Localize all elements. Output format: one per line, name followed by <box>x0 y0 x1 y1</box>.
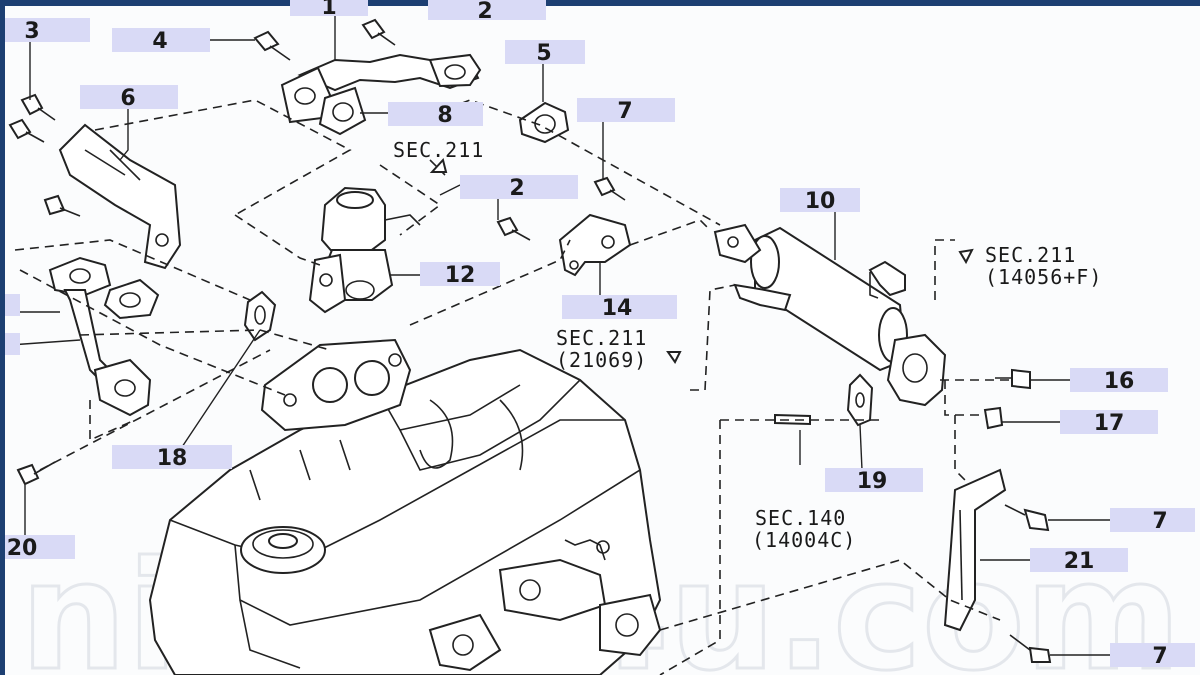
callout-2: 2 <box>477 0 492 24</box>
callout-7: 7 <box>617 99 632 124</box>
callout-7c: 7 <box>1152 644 1167 669</box>
bracket-6 <box>58 123 182 270</box>
sec-211-right: SEC.211 <box>985 243 1076 267</box>
callout-12: 12 <box>445 263 476 288</box>
gasket-18 <box>243 290 277 342</box>
intake-manifold <box>148 338 662 675</box>
bracket-14 <box>558 213 632 277</box>
callout-1: 1 <box>321 0 336 20</box>
callout-21: 21 <box>1064 549 1095 574</box>
sec-211-top: SEC.211 <box>393 138 484 162</box>
callout-10: 10 <box>805 189 836 214</box>
callouts: 1 2 3 4 5 6 7 8 2 10 12 14 16 17 18 19 2 <box>5 0 1195 669</box>
callout-6: 6 <box>120 86 135 111</box>
reference-arrows <box>429 157 974 364</box>
egr-pipe-left <box>48 256 160 417</box>
gasket-19 <box>846 373 874 427</box>
callout-16: 16 <box>1104 369 1135 394</box>
callout-20: 20 <box>7 536 38 561</box>
bolts <box>8 18 1052 663</box>
egr-tube <box>280 53 482 136</box>
callout-4: 4 <box>152 29 167 54</box>
callout-3: 3 <box>24 19 39 44</box>
callout-17: 17 <box>1094 411 1125 436</box>
section-references: SEC.211 SEC.211 (14056+F) SEC.211 (21069… <box>393 138 1102 552</box>
callout-8: 8 <box>437 103 452 128</box>
gasket-5 <box>518 101 570 144</box>
callout-5: 5 <box>536 41 551 66</box>
bracket-21 <box>943 468 1007 632</box>
sec-211-mid-code: (21069) <box>556 348 647 372</box>
callout-19: 19 <box>857 469 888 494</box>
callout-18: 18 <box>157 446 188 471</box>
callout-14: 14 <box>602 296 633 321</box>
sec-140: SEC.140 <box>755 506 846 530</box>
egr-valve <box>308 186 421 314</box>
callout-2b: 2 <box>509 176 524 201</box>
callout-7b: 7 <box>1152 509 1167 534</box>
sec-211-right-code: (14056+F) <box>985 265 1102 289</box>
sec-140-code: (14004C) <box>752 528 856 552</box>
egr-cooler <box>713 223 947 407</box>
sec-211-mid: SEC.211 <box>556 326 647 350</box>
